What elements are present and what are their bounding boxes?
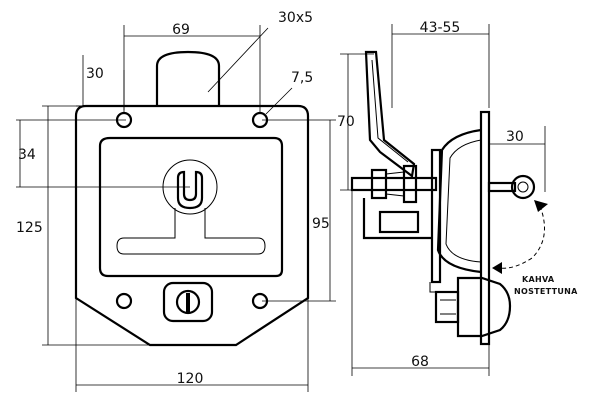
front-plate-outline [74,104,310,347]
dim-stem-length: 30 [506,129,524,145]
side-bracket-block [378,210,420,234]
side-bracket [362,198,432,240]
side-dome-housing [436,128,482,274]
side-dome-inner [445,139,482,263]
side-flange [479,110,491,346]
rotation-arrow [497,205,545,269]
dim-body-depth: 68 [411,354,429,370]
dim-overall-height: 125 [16,220,43,236]
t-handle-bar [116,208,266,255]
rear-stem-cylinder [155,50,221,106]
side-key-cylinder [456,276,512,338]
dim-hole-diameter: 7,5 [291,70,313,86]
side-key-head [434,290,460,324]
dim-depth-range: 43-55 [420,20,461,36]
side-back-plate [430,148,442,284]
handle-recess [98,136,284,278]
note-handle-lifted-line1: KAHVA [522,275,555,284]
dim-handle-height: 70 [337,114,355,130]
shaft-nut-1 [370,168,388,200]
side-pin [487,181,517,193]
dim-hole-spacing-vertical: 95 [312,216,330,232]
rotation-arrow-head-bottom [492,262,502,274]
side-lever-inner [371,59,409,163]
dim-overall-width: 120 [177,371,204,387]
key-slot [186,293,190,312]
note-handle-lifted-line2: NOSTETTUNA [514,287,578,296]
rotation-arrow-head-top [534,200,548,212]
latch-hook [176,170,204,210]
dim-handle-size: 30x5 [278,10,313,26]
dim-lock-offset: 34 [18,147,36,163]
shaft-nut-2 [402,164,418,204]
keyhole-icon [175,289,201,315]
dim-top-width: 69 [172,22,190,38]
front-view: 69 30x5 30 7,5 34 125 95 120 [16,10,336,392]
side-view: 43-55 70 30 68 KAHVA NOSTETTUNA [337,20,578,376]
dim-hole-offset: 30 [86,66,104,82]
mount-hole-bottom-left [115,292,133,310]
side-cam [429,282,444,293]
side-lever-handle [364,50,416,178]
key-cylinder-housing [162,281,214,323]
side-pin-eye [510,174,536,200]
side-shaft [350,176,438,192]
